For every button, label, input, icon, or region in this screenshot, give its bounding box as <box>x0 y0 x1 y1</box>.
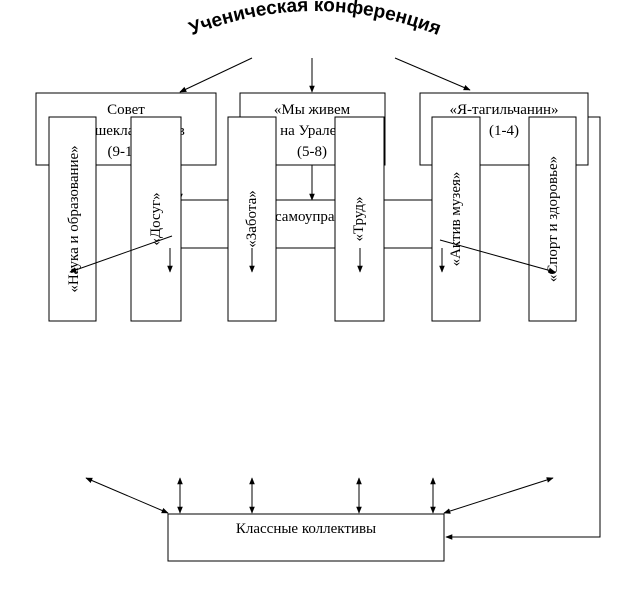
urals-line1: «Мы живем <box>274 102 351 118</box>
urals-line2: на Урале» <box>280 123 344 139</box>
column-care-label: «Забота» <box>244 190 260 248</box>
connector-tagil-to-class-collectives <box>445 116 601 540</box>
tagil-line2: (1-4) <box>489 123 519 139</box>
column-care: «Забота» <box>227 116 277 322</box>
arrow-title-to-council <box>179 57 253 93</box>
diagram-title: Ученическая конференция <box>186 0 443 40</box>
arrow-bottom-sport <box>443 477 554 514</box>
arrow-bottom-science <box>85 477 169 514</box>
arrow-center-to-sport <box>439 239 556 274</box>
tagil-line1: «Я-тагильчанин» <box>449 102 558 118</box>
box-self-government-center: Центр самоуправления <box>169 199 441 249</box>
column-leisure: «Досуг» <box>130 116 182 322</box>
senior-council-line1: Совет <box>107 102 145 118</box>
class-collectives-label: Классные коллективы <box>236 521 376 537</box>
box-class-collectives: Классные коллективы <box>167 513 445 562</box>
column-science-education-label: «Наука и образование» <box>66 145 82 292</box>
column-museum-activists-label: «Актив музея» <box>448 172 464 267</box>
column-leisure-label: «Досуг» <box>148 192 164 245</box>
column-sport-health: «Спорт и здоровье» <box>528 116 577 322</box>
arrow-title-to-tagil <box>394 57 471 91</box>
arrow-center-to-science <box>69 235 173 273</box>
diagram-title-text: Ученическая конференция <box>186 0 443 40</box>
column-sport-health-label: «Спорт и здоровье» <box>545 156 561 282</box>
column-museum-activists: «Актив музея» <box>431 116 481 322</box>
column-labor: «Труд» <box>334 116 385 322</box>
column-science-education: «Наука и образование» <box>48 116 97 322</box>
column-labor-label: «Труд» <box>351 196 367 241</box>
urals-line3: (5-8) <box>297 144 327 160</box>
